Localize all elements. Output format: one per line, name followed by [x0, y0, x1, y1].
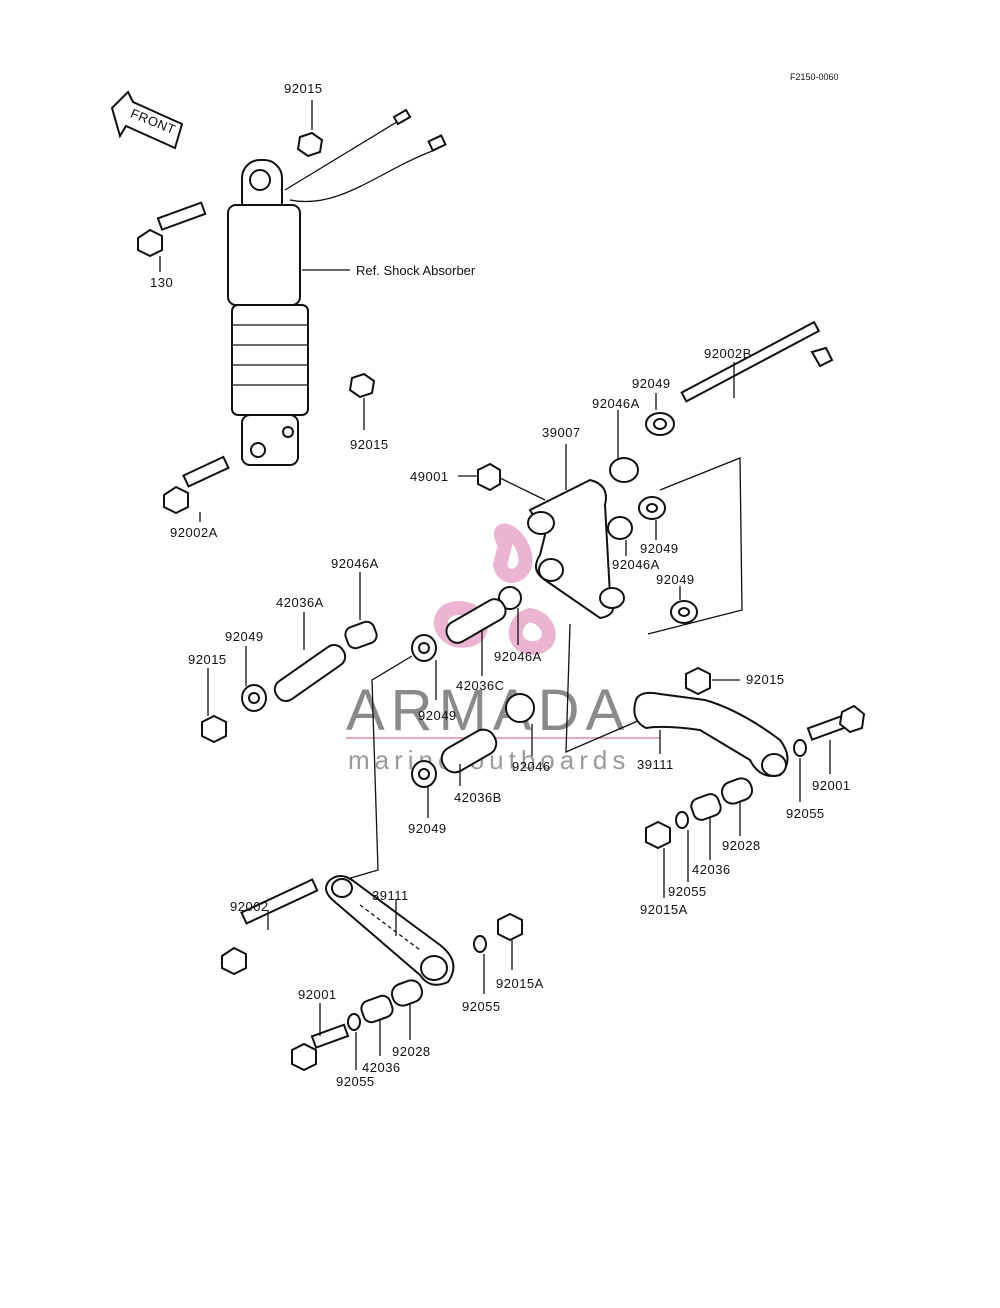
- lower-nut: [497, 912, 523, 942]
- label-shock-bottom-nut: 92015: [350, 437, 389, 452]
- diagram-code: F2150-0060: [790, 72, 839, 82]
- grease-fitting: [477, 462, 501, 492]
- label-right-washer: 92055: [786, 806, 825, 821]
- label-center-bushing: 92046A: [494, 649, 542, 664]
- right-bush: [720, 777, 754, 805]
- rocker-mid-washer: [638, 496, 666, 520]
- label-right-bolt: 92001: [812, 778, 851, 793]
- label-left-nut: 92015: [188, 652, 227, 667]
- label-grease-fitting: 49001: [410, 469, 449, 484]
- left-sleeve: [273, 643, 347, 703]
- shock-absorber: [227, 108, 447, 466]
- right-bolt: [806, 704, 866, 741]
- right-lower-nut: [645, 820, 671, 850]
- label-lower-oring: 92055: [462, 999, 501, 1014]
- label-rocker-mid-washer: 92049: [640, 541, 679, 556]
- label-center-sleeve: 42036C: [456, 678, 505, 693]
- label-right-sleeve: 42036: [692, 862, 731, 877]
- label-shock-bottom-bolt: 92002A: [170, 525, 218, 540]
- center-bushing-low: [505, 693, 535, 723]
- right-oring: [675, 811, 689, 829]
- label-shock-top-nut: 92015: [284, 81, 323, 96]
- rocker-low-washer: [670, 600, 698, 624]
- label-right-bush: 92028: [722, 838, 761, 853]
- lower-bolt: [221, 878, 319, 976]
- label-lower-arm: 39111: [372, 888, 409, 903]
- right-sleeve: [690, 793, 722, 821]
- label-left-washer: 92049: [225, 629, 264, 644]
- shock-bottom-nut: [348, 372, 376, 399]
- ref-shock-absorber-label: Ref. Shock Absorber: [356, 263, 476, 278]
- front-arrow-icon: FRONT: [110, 90, 184, 150]
- label-lower-nut: 92015A: [496, 976, 544, 991]
- center-sleeve-low: [440, 728, 498, 774]
- shock-bottom-bolt: [163, 455, 230, 515]
- label-lower-bush: 92028: [392, 1044, 431, 1059]
- left-bushing: [344, 620, 378, 650]
- label-right-arm: 39111: [637, 757, 674, 772]
- label-long-bolt: 92002B: [704, 346, 752, 361]
- label-center-bushing-low: 92046: [512, 759, 551, 774]
- long-bolt: [680, 320, 834, 403]
- label-center-washer-top: 92049: [418, 708, 457, 723]
- label-right-nut: 92015: [746, 672, 785, 687]
- lower-washer: [347, 1013, 361, 1031]
- label-lower-small-bolt: 92001: [298, 987, 337, 1002]
- left-nut: [201, 714, 227, 744]
- rocker-mid-bushing: [607, 516, 633, 540]
- center-bushing: [498, 586, 522, 610]
- label-left-bushing: 92046A: [331, 556, 379, 571]
- center-washer-top: [411, 634, 437, 662]
- right-washer: [793, 739, 807, 757]
- label-center-washer-low: 92049: [408, 821, 447, 836]
- right-nut: [685, 666, 711, 696]
- label-rocker-arm: 39007: [542, 425, 581, 440]
- left-washer: [241, 684, 267, 712]
- shock-top-bolt: [137, 201, 207, 258]
- label-lower-bolt: 92002: [230, 899, 269, 914]
- label-lower-washer: 92055: [336, 1074, 375, 1089]
- label-left-sleeve: 42036A: [276, 595, 324, 610]
- rocker-arm: [527, 478, 625, 620]
- lower-arm: [325, 875, 455, 986]
- label-rocker-mid-bushing: 92046A: [612, 557, 660, 572]
- lower-small-bolt: [291, 1023, 350, 1072]
- label-right-lower-nut: 92015A: [640, 902, 688, 917]
- lower-oring: [473, 935, 487, 953]
- rocker-top-washer: [645, 412, 675, 436]
- right-arm: [633, 691, 789, 777]
- label-shock-top-bolt: 130: [150, 275, 173, 290]
- center-washer-low: [411, 760, 437, 788]
- label-rocker-top-bushing: 92046A: [592, 396, 640, 411]
- label-lower-sleeve: 42036: [362, 1060, 401, 1075]
- lower-bush: [390, 979, 424, 1007]
- lower-sleeve: [360, 994, 394, 1024]
- label-rocker-low-washer: 92049: [656, 572, 695, 587]
- label-right-oring: 92055: [668, 884, 707, 899]
- rocker-top-bushing: [609, 457, 639, 483]
- label-center-sleeve-low: 42036B: [454, 790, 502, 805]
- label-rocker-top-washer: 92049: [632, 376, 671, 391]
- shock-top-nut: [296, 131, 324, 158]
